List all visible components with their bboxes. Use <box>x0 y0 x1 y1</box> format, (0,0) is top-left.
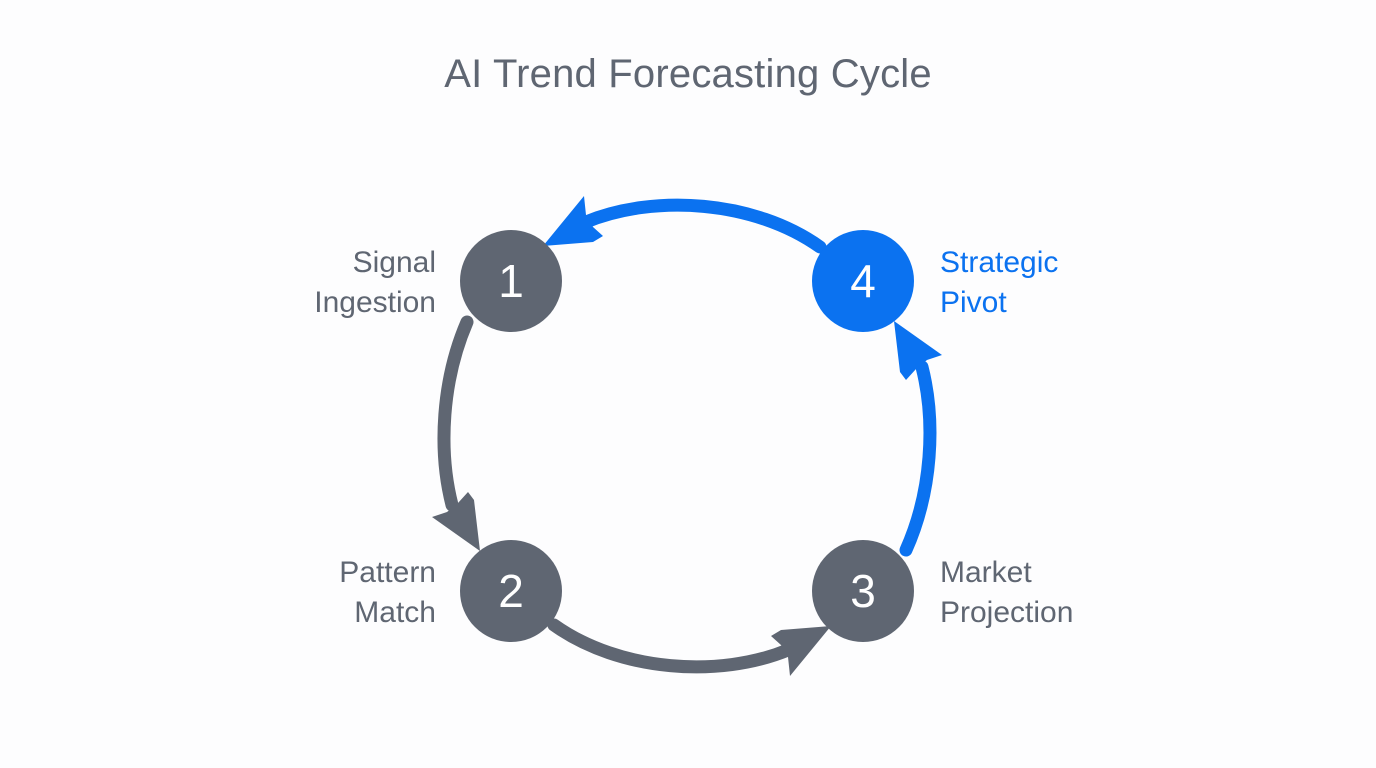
arrow-1-to-2-head <box>432 492 480 551</box>
arrow-3-to-4-head <box>894 321 942 380</box>
cycle-node-2-circle[interactable] <box>460 540 562 642</box>
arrow-1-to-2-path <box>437 315 474 512</box>
arrow-3-to-4-path <box>899 360 937 557</box>
arrow-4-to-1-head <box>543 196 603 246</box>
cycle-node-4-label-line1: Strategic <box>940 246 1058 279</box>
page-title: AI Trend Forecasting Cycle <box>444 52 932 96</box>
arrow-2-to-3 <box>547 618 831 676</box>
arrow-1-to-2 <box>432 315 480 551</box>
cycle-node-4[interactable]: 4 Strategic Pivot <box>812 230 1058 332</box>
arrow-2-to-3-head <box>771 626 831 676</box>
cycle-node-1-label-line2: Ingestion <box>314 286 436 319</box>
cycle-node-4-number: 4 <box>850 255 876 307</box>
cycle-node-2-label-line1: Pattern <box>339 556 436 589</box>
cycle-node-3-circle[interactable] <box>812 540 914 642</box>
cycle-node-2[interactable]: 2 Pattern Match <box>339 540 562 642</box>
cycle-node-1-circle[interactable] <box>460 230 562 332</box>
arrow-4-to-1 <box>543 196 827 254</box>
arrow-4-to-1-path <box>579 198 827 254</box>
cycle-node-1[interactable]: 1 Signal Ingestion <box>314 230 562 332</box>
cycle-node-3-label-line1: Market <box>940 556 1032 589</box>
cycle-node-1-number: 1 <box>498 255 524 307</box>
cycle-node-2-label-line2: Match <box>354 596 436 629</box>
arrow-2-to-3-path <box>547 618 795 674</box>
cycle-node-2-number: 2 <box>498 565 524 617</box>
cycle-node-3-number: 3 <box>850 565 876 617</box>
cycle-node-1-label-line1: Signal <box>353 246 436 279</box>
cycle-node-3-label-line2: Projection <box>940 596 1073 629</box>
cycle-node-4-label-line2: Pivot <box>940 286 1007 319</box>
cycle-node-4-circle[interactable] <box>812 230 914 332</box>
cycle-node-3[interactable]: 3 Market Projection <box>812 540 1073 642</box>
arrow-3-to-4 <box>894 321 942 557</box>
